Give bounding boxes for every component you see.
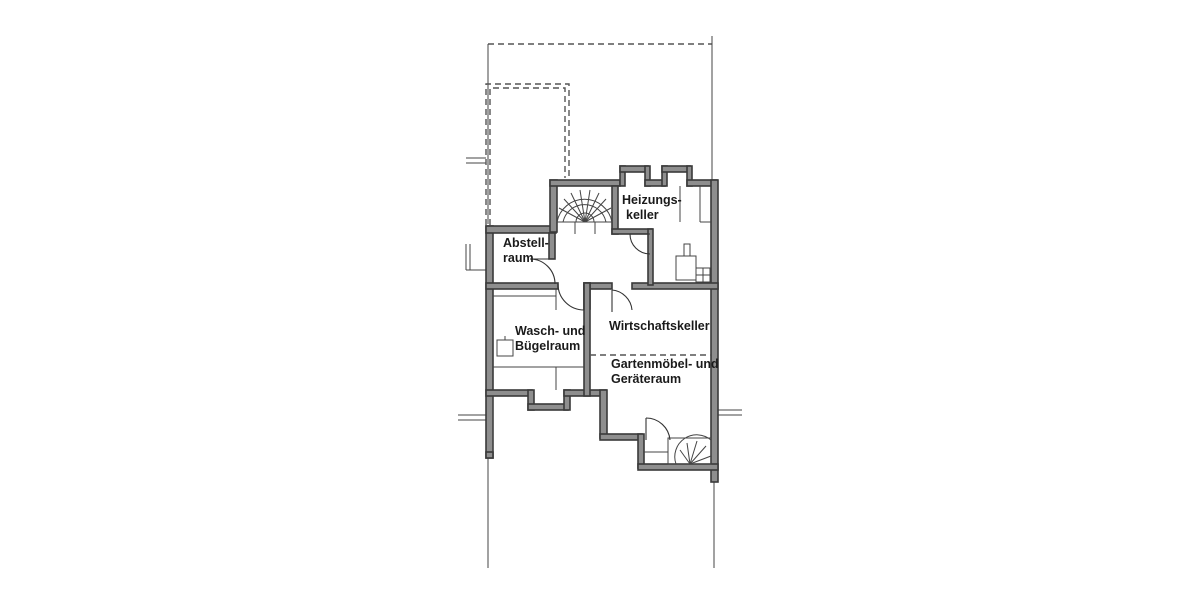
room-label-line: Heizungs-	[622, 193, 682, 207]
room-label-waschraum: Wasch- und Bügelraum	[515, 324, 585, 354]
room-label-wirtschaftskeller: Wirtschaftskeller	[609, 319, 710, 334]
room-label-line: Abstell-	[503, 236, 549, 250]
terrace-outline	[485, 83, 570, 225]
boiler-icon	[675, 255, 697, 281]
spiral-staircase	[556, 189, 613, 234]
room-label-line: Bügelraum	[515, 339, 581, 353]
fixtures	[496, 243, 711, 357]
room-label-gartenraum: Gartenmöbel- und Geräteraum	[611, 357, 719, 387]
interior-lines	[493, 186, 711, 390]
room-label-line: Wasch- und	[515, 324, 586, 338]
washing-machine-icon	[496, 339, 514, 357]
property-lines	[458, 36, 742, 568]
lower-staircase	[644, 434, 712, 465]
room-label-line: Wirtschaftskeller	[609, 319, 710, 333]
room-label-line: Gartenmöbel- und	[611, 357, 719, 371]
room-label-line: raum	[503, 251, 534, 265]
room-label-abstellraum: Abstell- raum	[503, 236, 549, 266]
doors	[529, 233, 671, 441]
interior-walls	[485, 185, 719, 397]
room-label-line: keller	[626, 208, 659, 222]
room-label-heizungskeller: Heizungs- keller	[622, 193, 682, 223]
pipe-icon	[683, 243, 691, 257]
room-label-line: Geräteraum	[611, 372, 682, 386]
